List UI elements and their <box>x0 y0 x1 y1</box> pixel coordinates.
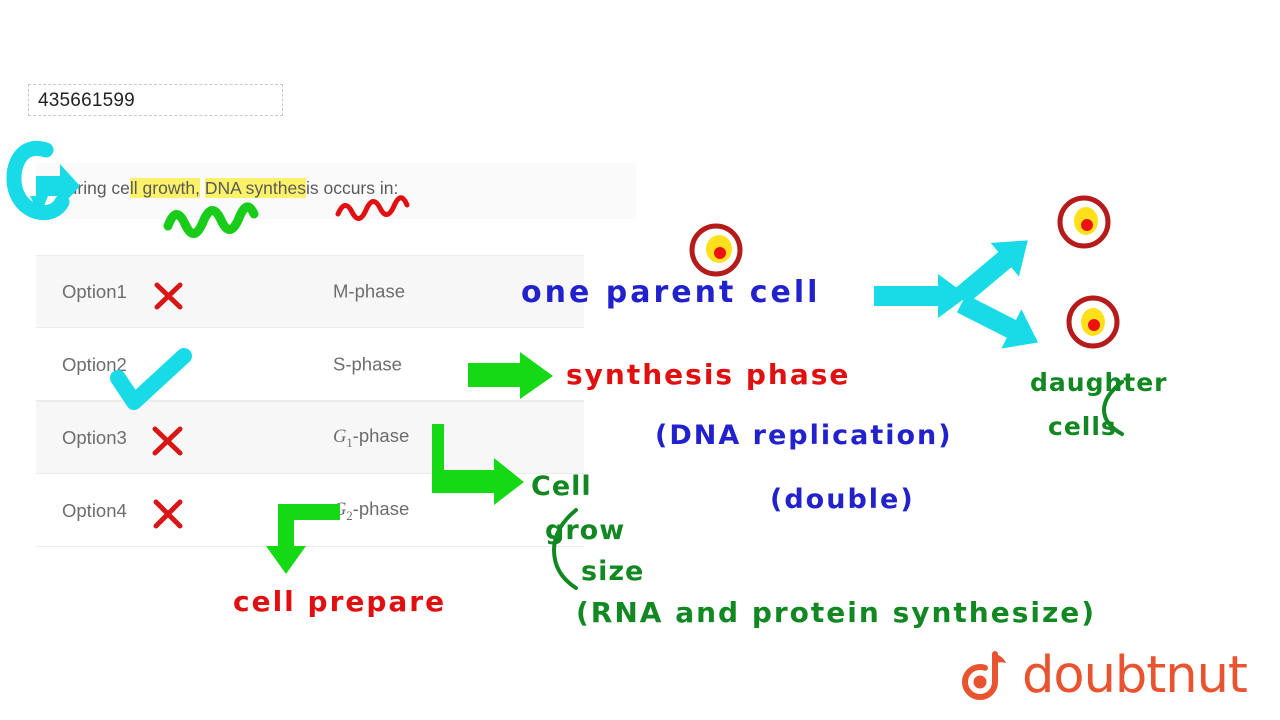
option-3-value: G1-phase <box>333 425 409 451</box>
option-row-3[interactable]: Option3 G1-phase <box>36 401 584 474</box>
daughter-cell-bottom-diagram <box>1066 295 1120 349</box>
option-2-value-rest: -phase <box>345 353 402 374</box>
annotation-dna-replication: (DNA replication) <box>655 420 953 451</box>
option-2-value: S-phase <box>333 353 402 376</box>
option-row-4[interactable]: Option4 G2-phase <box>36 474 584 547</box>
question-text-part1: During ce <box>55 178 130 198</box>
option-1-value: M-phase <box>333 280 405 303</box>
question-highlight-1: ll growth, <box>129 178 200 198</box>
option-3-value-rest: -phase <box>352 424 410 446</box>
option-4-label: Option4 <box>62 499 127 521</box>
annotation-daughter: daughter <box>1030 368 1168 397</box>
option-2-value-main: S <box>333 353 346 374</box>
doubtnut-wordmark: doubtnut <box>1022 645 1248 705</box>
question-highlight-2: DNA synthes <box>204 178 306 198</box>
annotation-cell: Cell <box>531 471 592 502</box>
option-4-value-rest: -phase <box>352 497 410 519</box>
options-list: Option1 M-phase Option2 S-phase Option3 … <box>36 255 584 547</box>
annotation-cells: cells <box>1048 412 1117 441</box>
option-1-label: Option1 <box>62 280 127 302</box>
option-row-1[interactable]: Option1 M-phase <box>36 255 584 328</box>
annotation-double: (double) <box>770 484 915 515</box>
annotation-grow: grow <box>545 515 626 546</box>
annotation-rna-protein-synthesize: (RNA and protein synthesize) <box>576 596 1097 629</box>
question-id-text: 435661599 <box>38 90 135 111</box>
doubtnut-mark-icon <box>962 651 1006 700</box>
daughter-cell-top-diagram <box>1057 195 1111 249</box>
cyan-arrow-division-icon <box>874 274 968 318</box>
question-text-part2: is occurs in: <box>305 178 399 198</box>
option-4-value-main: G <box>333 499 347 520</box>
annotation-synthesis-phase: synthesis phase <box>566 358 851 391</box>
parent-cell-diagram <box>689 223 743 277</box>
annotation-cell-prepare: cell prepare <box>233 585 447 618</box>
cyan-arrow-lower-icon <box>956 294 1039 349</box>
option-1-value-main: M <box>333 280 349 301</box>
option-3-label: Option3 <box>62 426 127 448</box>
doubtnut-logo: doubtnut <box>957 645 1248 705</box>
cyan-arrow-upper-icon <box>953 240 1028 305</box>
annotation-one-parent-cell: one parent cell <box>521 275 821 310</box>
annotation-size: size <box>581 556 645 587</box>
question-text: During cell growth, DNA synthesis occurs… <box>55 178 398 199</box>
option-3-value-sub: 1 <box>346 435 353 450</box>
question-id-box[interactable] <box>28 84 283 116</box>
option-3-value-main: G <box>333 426 347 447</box>
option-4-value: G2-phase <box>333 498 409 524</box>
option-2-label: Option2 <box>62 353 127 375</box>
option-row-2[interactable]: Option2 S-phase <box>36 328 584 401</box>
option-4-value-sub: 2 <box>346 508 353 523</box>
option-1-value-rest: -phase <box>348 280 405 301</box>
